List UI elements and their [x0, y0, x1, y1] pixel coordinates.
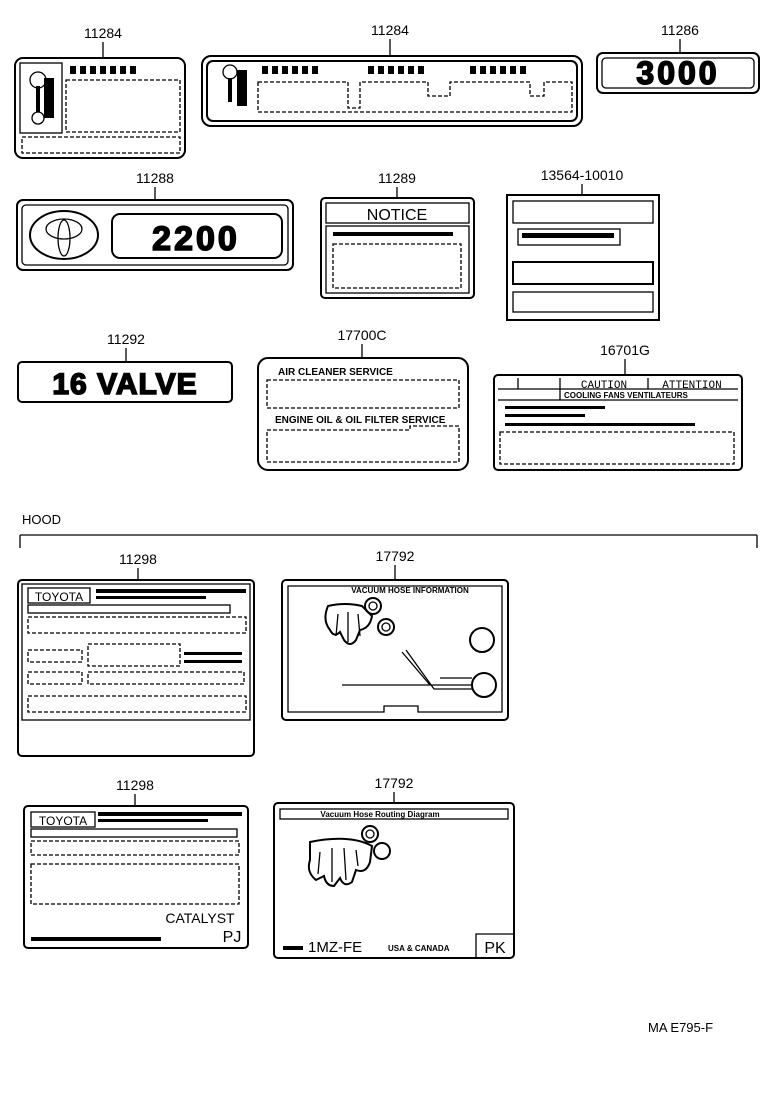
caution-heading: CAUTION: [581, 380, 627, 392]
part-number: 13564-10010: [541, 167, 624, 183]
region-code-pk: PK: [484, 940, 506, 957]
label-11298-upper: 11298 TOYOTA: [17, 551, 255, 757]
part-number: 17700C: [337, 327, 386, 343]
label-11298-lower: 11298 TOYOTA CATALYST PJ: [23, 777, 249, 949]
emblem-11286: 11286 3000: [596, 22, 760, 94]
region-code-pj: PJ: [223, 929, 242, 946]
label-17700c: 17700C AIR CLEANER SERVICE ENGINE OIL & …: [257, 327, 469, 471]
engine-code-text: 1MZ-FE: [308, 939, 362, 956]
part-number: 11298: [119, 551, 157, 567]
label-11284-small: 11284: [14, 25, 186, 159]
label-11289: 11289 NOTICE: [320, 170, 475, 299]
attention-heading: ATTENTION: [662, 380, 721, 392]
label-11284-wide: 11284: [201, 22, 583, 127]
region-text: USA & CANADA: [388, 944, 450, 953]
hood-section-marker: HOOD: [19, 512, 758, 548]
part-number: 16701G: [600, 342, 650, 358]
emblem-text-16-valve: 16 VALVE: [52, 368, 197, 401]
emblem-11288: 11288 2200: [16, 170, 294, 271]
emblem-11292: 11292 16 VALVE: [17, 331, 233, 403]
toyota-wordmark: TOYOTA: [39, 814, 87, 828]
part-number: 11288: [136, 170, 174, 186]
part-number: 17792: [375, 775, 414, 791]
intake-manifold-icon: [307, 825, 391, 888]
vacuum-hose-title: VACUUM HOSE INFORMATION: [351, 586, 469, 595]
toyota-wordmark: TOYOTA: [35, 590, 83, 604]
part-number: 11292: [107, 331, 145, 347]
wrench-icon: [222, 64, 247, 106]
label-16701g: 16701G CAUTION ATTENTION COOLING FANS VE…: [493, 342, 743, 471]
label-17792-upper: 17792 VACUUM HOSE INFORMATION: [281, 548, 509, 721]
intake-manifold-icon: [324, 597, 395, 645]
toyota-logo-icon: [29, 210, 99, 260]
vacuum-hose-routing-icon: [342, 627, 497, 698]
wrench-icon: [29, 71, 54, 125]
drawing-code: MA E795-F: [648, 1020, 713, 1035]
cooling-fans-text: COOLING FANS VENTILATEURS: [564, 391, 689, 400]
label-17792-lower: 17792 Vacuum Hose Routing Diagram 1MZ-FE…: [273, 775, 515, 959]
emblem-text-3000: 3000: [636, 55, 719, 91]
hood-label: HOOD: [22, 512, 61, 527]
part-number: 11289: [378, 170, 416, 186]
vacuum-hose-title: Vacuum Hose Routing Diagram: [320, 810, 439, 819]
part-number: 11298: [116, 777, 154, 793]
part-number: 17792: [376, 548, 415, 564]
notice-heading: NOTICE: [367, 207, 427, 224]
part-number: 11284: [84, 25, 122, 41]
label-13564-10010: 13564-10010: [506, 167, 660, 321]
air-cleaner-heading: AIR CLEANER SERVICE: [278, 367, 393, 378]
oil-filter-heading: ENGINE OIL & OIL FILTER SERVICE: [275, 415, 446, 426]
part-number: 11286: [661, 22, 699, 38]
emblem-text-2200: 2200: [152, 220, 240, 258]
catalyst-text: CATALYST: [165, 910, 235, 926]
part-number: 11284: [371, 22, 409, 38]
